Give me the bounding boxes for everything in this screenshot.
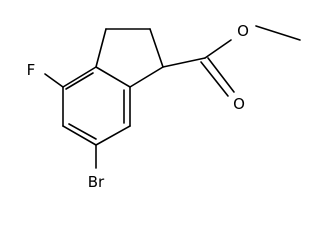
bond-carbonyl-o-double-a [200, 61, 229, 97]
ester-group [162, 25, 301, 97]
molecule-structure: F Br O O [27, 22, 301, 191]
bond-carbonyl-o-double-b [207, 57, 235, 93]
bond-c3a-c3 [95, 28, 107, 68]
bond-o-methyl [255, 25, 301, 41]
bond-c4-c4-inner [65, 72, 94, 90]
bond-c1-c7a [129, 66, 164, 88]
bromine-label: Br [88, 173, 105, 191]
bond-c5-c6-inner [68, 123, 97, 140]
bond-c3a-c4 [62, 66, 97, 88]
bond-carbonyl-o-ester [204, 39, 232, 59]
bond-c6-c7 [95, 125, 131, 146]
bond-c5-c6 [62, 125, 97, 146]
bond-c7a-c3a [95, 66, 131, 88]
bond-c4-f [44, 73, 64, 88]
ester-oxygen-label: O [237, 22, 249, 40]
benzene-ring [62, 66, 131, 146]
bond-c1-carbonyl [162, 57, 206, 68]
cyclopentane-ring [95, 28, 164, 88]
bond-c2-c1 [149, 28, 164, 68]
carbonyl-oxygen-label: O [233, 95, 245, 113]
fluorine-label: F [27, 61, 36, 79]
